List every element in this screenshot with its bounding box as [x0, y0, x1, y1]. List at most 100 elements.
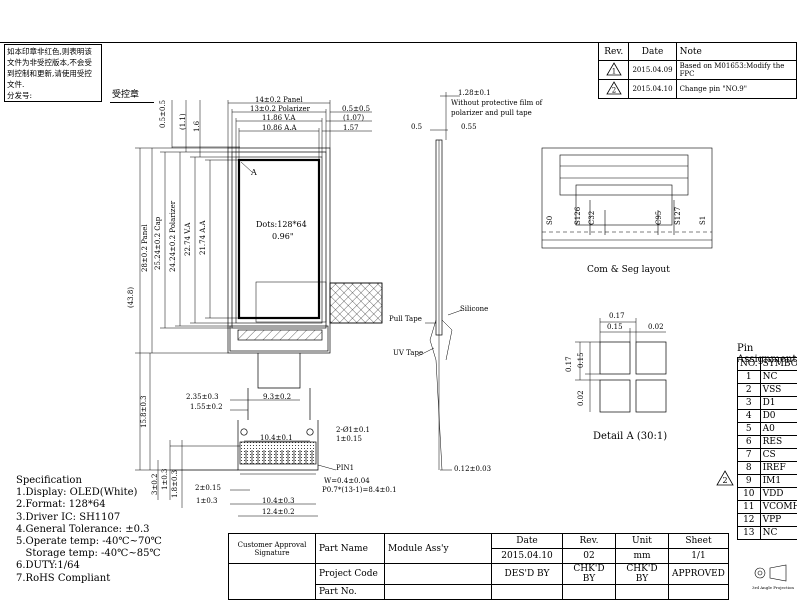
dim-w04: W=0.4±0.04: [324, 478, 370, 485]
dim-235: 2.35±0.3: [186, 394, 219, 401]
approved-label: APPROVED: [669, 564, 729, 585]
project-code-value: [385, 564, 492, 585]
silicone-bead: [442, 320, 452, 360]
seg-s0: S0: [547, 216, 554, 225]
detail-a-marker: A: [251, 169, 257, 177]
bonding-area: [238, 330, 322, 340]
dim-hole: 2-Ø1±0.1: [336, 427, 370, 434]
seg-s127: S127: [675, 207, 682, 225]
pin-no: 10: [738, 488, 761, 501]
side-t-012: 0.12±0.03: [454, 466, 491, 473]
dim-panel-w: 14±0.2 Panel: [255, 97, 303, 104]
part-name-label: Part Name: [316, 534, 385, 564]
fpc-hole-left: [241, 429, 247, 435]
side-view: [418, 92, 462, 470]
seg-s1: S1: [700, 216, 707, 225]
detail-a: [575, 318, 666, 412]
pin-no: 6: [738, 436, 761, 449]
com-seg-layout: [542, 148, 712, 248]
pixel-tr: [636, 342, 666, 374]
pin-no: 1: [738, 371, 761, 384]
com-c95: C95: [656, 211, 663, 225]
pin-symbol: D0: [760, 410, 797, 423]
unit-value: mm: [616, 549, 669, 564]
pin-symbol: RES: [760, 436, 797, 449]
dim-115: 1±0.15: [336, 436, 362, 443]
dim-fpc-h: 15.8±0.3: [141, 395, 148, 428]
title-block: Customer Approval Signature Part Name Mo…: [228, 533, 729, 600]
silicone-crosshatch: [330, 283, 382, 323]
part-no-value: [385, 585, 492, 600]
spec-line: 1.Display: OLED(White): [16, 487, 162, 499]
pin-symbol: CS: [760, 449, 797, 462]
pin-no: 4: [738, 410, 761, 423]
seg-s126: S126: [575, 207, 582, 225]
pin-header-symbol: SYMBOL: [760, 358, 797, 371]
dim-aa-h: 21.74 A.A: [200, 220, 207, 255]
pull-tape-label: Pull Tape: [389, 316, 422, 323]
spec-line: 3.Driver IC: SH1107: [16, 512, 162, 524]
spec-line: 5.Operate temp: -40℃~70℃: [16, 536, 162, 548]
pin-symbol: NC: [760, 371, 797, 384]
pin-no: 11: [738, 501, 761, 514]
size-label: 0.96": [272, 233, 294, 241]
detail-v002: 0.02: [578, 390, 585, 406]
date-value: 2015.04.10: [492, 549, 563, 564]
pixel-br: [636, 380, 666, 412]
pin-no: 3: [738, 397, 761, 410]
date-label: Date: [492, 534, 563, 549]
chk-by-value-1: [563, 585, 616, 600]
pin-no: 2: [738, 384, 761, 397]
pin-symbol: VSS: [760, 384, 797, 397]
dim-v18: 1.8±0.3: [172, 470, 179, 498]
dim-panel-h: 28±0.2 Panel: [142, 224, 149, 272]
ic-area: [256, 282, 326, 322]
customer-approval-label: Customer Approval Signature: [229, 534, 316, 564]
silicone-label: Silicone: [460, 306, 488, 313]
pin-symbol: VDD: [760, 488, 797, 501]
pin-symbol: IM1: [760, 475, 797, 488]
spec-line: 4.General Tolerance: ±0.3: [16, 524, 162, 536]
pin-no: 7: [738, 449, 761, 462]
dim-v1: 1±0.3: [162, 469, 169, 490]
dim-top-11: (1.1): [180, 113, 187, 130]
com-seg-panel: [560, 155, 688, 195]
com-seg-outer: [542, 148, 712, 248]
pin-no: 12: [738, 514, 761, 527]
pixel-tl: [600, 342, 630, 374]
detail-d015: 0.15: [607, 324, 623, 331]
detail-v015: 0.15: [578, 352, 585, 368]
specification: Specification 1.Display: OLED(White) 2.F…: [16, 475, 162, 585]
dim-right-107: (1.07): [343, 115, 364, 122]
side-note-1: Without protective film of: [451, 100, 542, 107]
pin-symbol: NC: [760, 527, 797, 540]
fpc-neck: [258, 353, 300, 388]
fpc-contacts: [240, 442, 316, 464]
sheet-value: 1/1: [669, 549, 729, 564]
vertical-dimensions: [135, 100, 240, 470]
project-code-label: Project Code: [316, 564, 385, 585]
spec-line: 7.RoHS Compliant: [16, 573, 162, 585]
pin-symbol: A0: [760, 423, 797, 436]
pin-header-no: NO.: [738, 358, 761, 371]
rev-label: Rev.: [563, 534, 616, 549]
detail-a-caption: Detail A (30:1): [593, 432, 667, 442]
part-name-value: Module Ass'y: [385, 534, 492, 564]
pin-symbol: IREF: [760, 462, 797, 475]
dim-cap-h: 25.24±0.2 Cap: [155, 217, 162, 270]
dim-2015: 2±0.15: [195, 485, 221, 492]
chk-by-label-1: CHK'D BY: [563, 564, 616, 585]
approval-signature-cell: [229, 564, 316, 600]
spec-title: Specification: [16, 475, 162, 487]
chk-by-label-2: CHK'D BY: [616, 564, 669, 585]
side-t-128: 1.28±0.1: [458, 90, 491, 97]
